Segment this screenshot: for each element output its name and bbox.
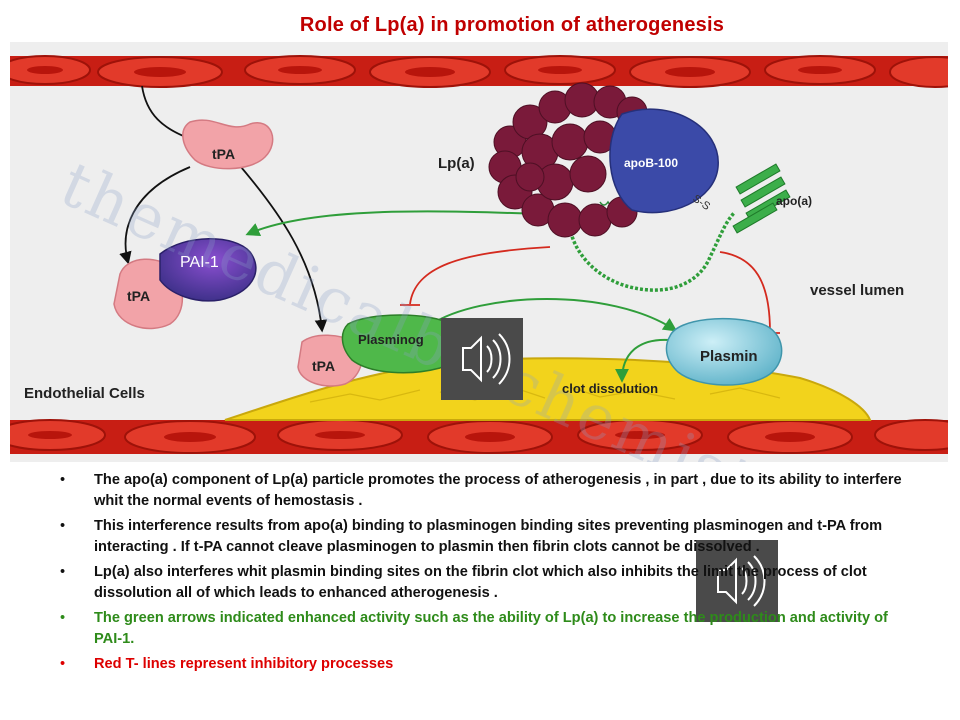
bullet-text: Lp(a) also interferes whit plasmin bindi… <box>94 564 867 601</box>
slide-title: Role of Lp(a) in promotion of atherogene… <box>299 14 725 36</box>
tpa-mid-label: tPA <box>127 288 151 304</box>
endothelial-cells-label: Endothelial Cells <box>24 385 145 402</box>
bullet-text: Red T- lines represent inhibitory proces… <box>94 656 394 672</box>
bullet-text: This interference results from apo(a) bi… <box>94 518 883 555</box>
tpa-bottom-label: tPA <box>312 358 336 374</box>
apob100-label: apoB-100 <box>624 156 679 170</box>
plasmin-protein <box>665 317 783 386</box>
bullet-text: The apo(a) component of Lp(a) particle p… <box>94 472 902 509</box>
plasminogen-label: Plasminog <box>358 332 424 347</box>
diagram-canvas: S-S <box>10 42 948 462</box>
bullet-list: •The apo(a) component of Lp(a) particle … <box>60 470 920 679</box>
bullet-item: •This interference results from apo(a) b… <box>60 518 883 555</box>
bullet-item: •Lp(a) also interferes whit plasmin bind… <box>60 564 867 601</box>
green-arrows <box>245 210 678 383</box>
apoa-kringle <box>732 163 791 234</box>
vessel-lumen-label: vessel lumen <box>810 282 905 299</box>
bullet-item: •Red T- lines represent inhibitory proce… <box>60 656 394 672</box>
clot-dissolution-label: clot dissolution <box>562 381 659 396</box>
apoa-label: apo(a) <box>776 194 812 208</box>
pai1-label: PAI-1 <box>180 254 219 271</box>
bullet-item: •The green arrows indicated enhanced act… <box>60 610 888 647</box>
pai1-protein <box>159 238 257 302</box>
tpa-top-label: tPA <box>212 146 236 162</box>
bullet-text: The green arrows indicated enhanced acti… <box>94 610 888 647</box>
speaker-icon[interactable] <box>441 318 523 400</box>
rbc-row-bottom <box>10 419 948 454</box>
plasmin-label: Plasmin <box>700 348 758 365</box>
lpa-diagram: S-S themedicalbiochemistrypage.org tPA P… <box>10 42 948 462</box>
plasminogen-protein <box>341 314 458 374</box>
bullet-item: •The apo(a) component of Lp(a) particle … <box>60 472 902 509</box>
apob100-protein <box>609 108 719 214</box>
tpa-top-protein <box>182 119 274 170</box>
rbc-row-top <box>10 55 948 88</box>
lpa-label: Lp(a) <box>438 155 475 172</box>
apoa-coil <box>567 210 737 292</box>
speaker-icon[interactable] <box>696 540 778 622</box>
